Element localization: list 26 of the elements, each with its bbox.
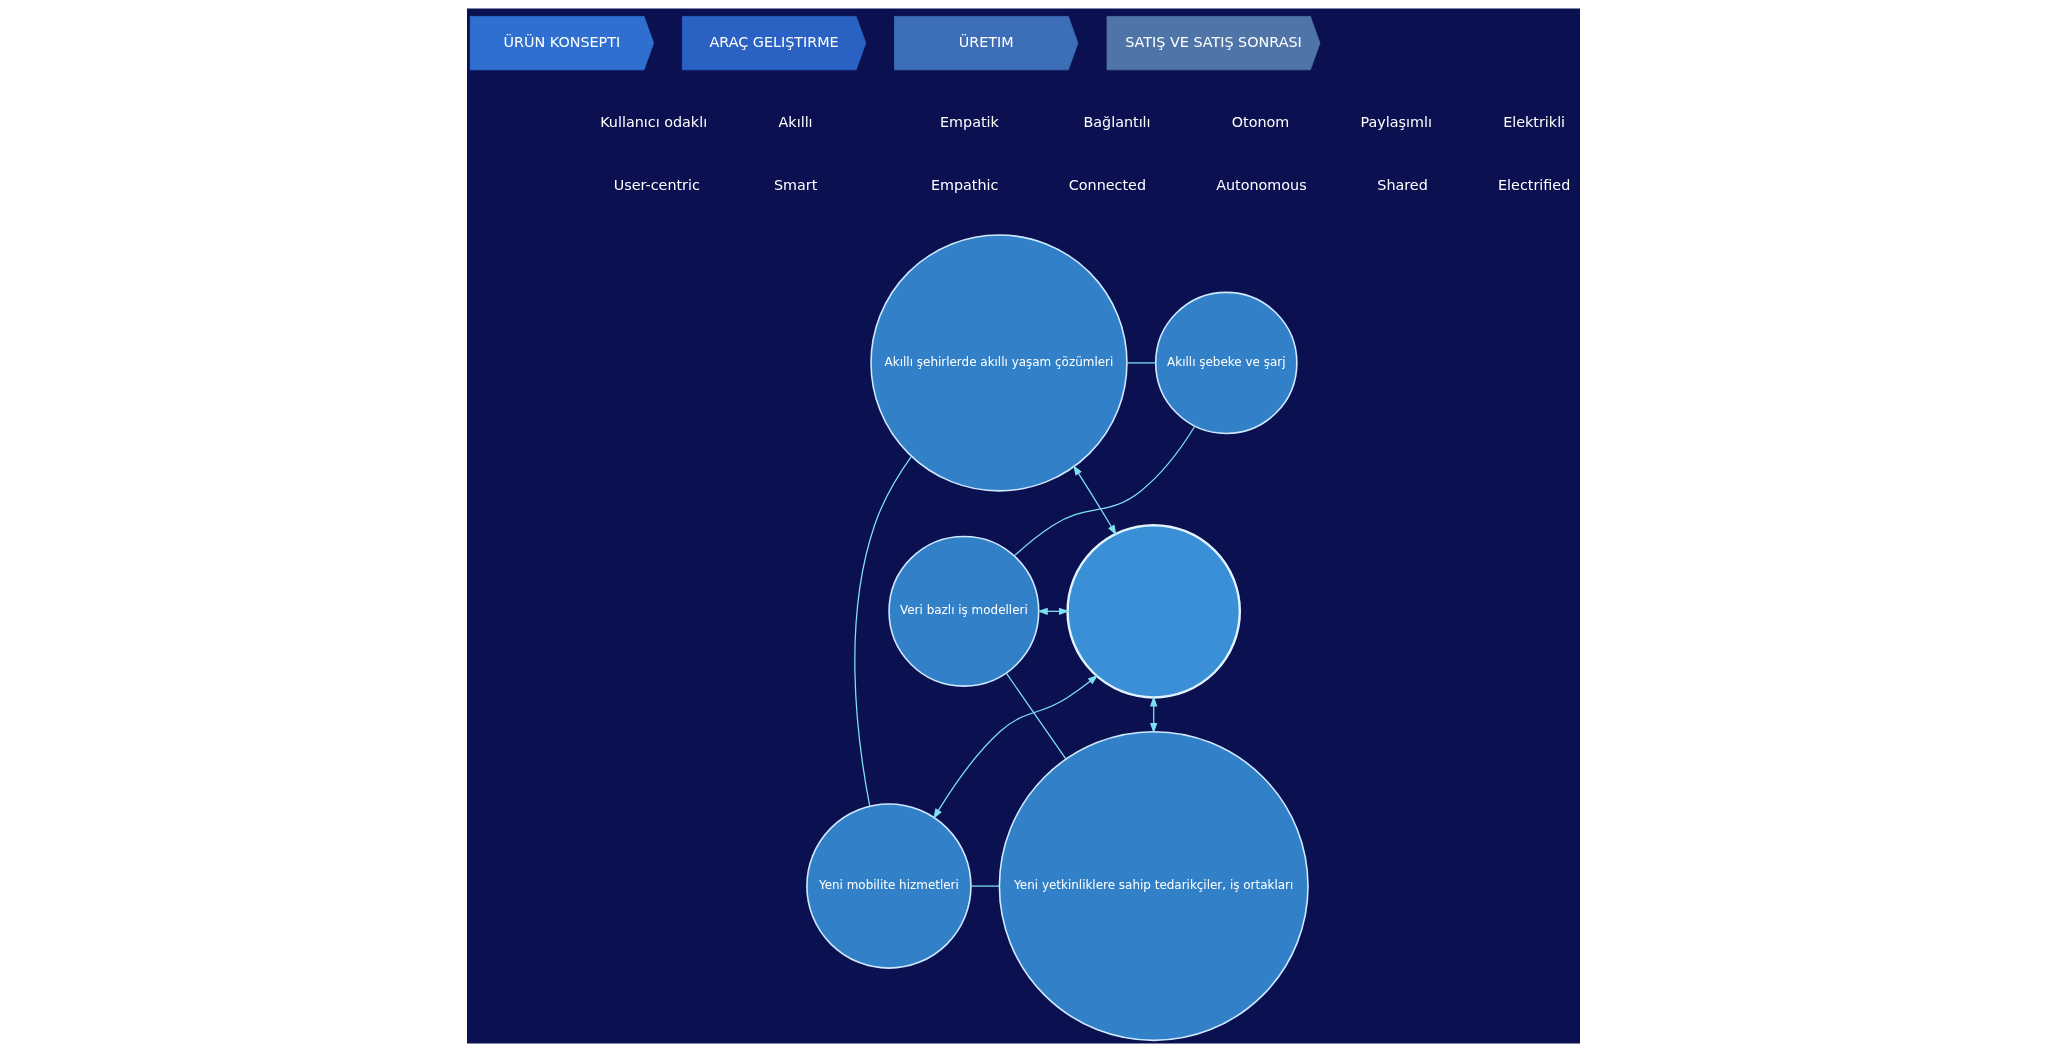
label: Kullanıcı odaklı (599, 113, 707, 130)
label: Bağlantılı (1082, 113, 1151, 130)
arrow (932, 674, 1098, 820)
label: Smart (773, 176, 817, 193)
node-circle: Akıllı şehirlerde akıllı yaşam çözümleri (869, 234, 1128, 492)
label: Electrified (1497, 176, 1570, 193)
node-circle: Yeni yetkinliklere sahip tedarikçiler, iş ortakları (998, 730, 1309, 1042)
connector (853, 455, 912, 807)
label: Akıllı (778, 113, 813, 130)
connector (1013, 425, 1196, 557)
label: Empatik (939, 113, 999, 130)
label: Elektrikli (1502, 113, 1565, 130)
node-circle: Veri bazlı iş modelleri (887, 535, 1039, 687)
label: Paylaşımlı (1359, 113, 1432, 130)
node-circle: Yeni mobilite hizmetleri (805, 803, 972, 969)
label: Empathic (930, 176, 998, 193)
label: User-centric (613, 176, 700, 193)
connector (1005, 672, 1067, 760)
label: Connected (1068, 176, 1146, 193)
node-circle: Akıllı şebeke ve şarj (1154, 291, 1298, 435)
connector (1125, 362, 1156, 364)
label: Autonomous (1215, 176, 1307, 193)
connector (969, 885, 1000, 887)
label: Otonom (1231, 113, 1289, 130)
arrow (1072, 464, 1117, 536)
label: Shared (1376, 176, 1428, 193)
